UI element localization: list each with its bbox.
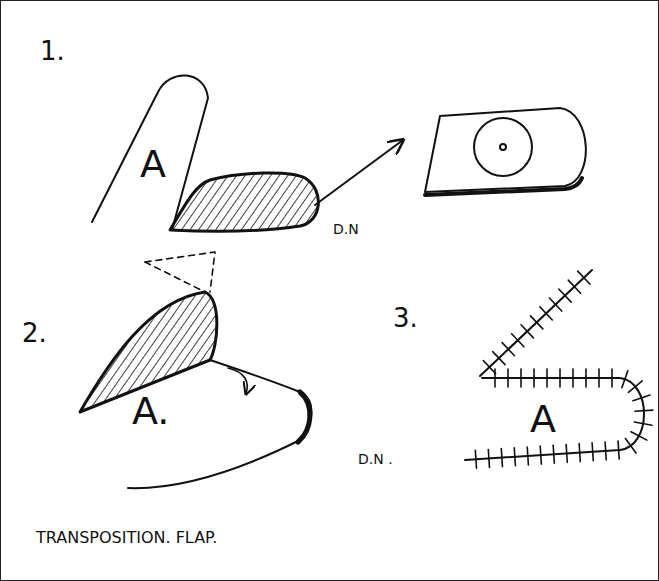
suture-tick (533, 369, 535, 387)
caption: TRANSPOSITION. FLAP. (36, 530, 217, 546)
suture-tick (546, 369, 548, 387)
suture-tick (530, 316, 542, 329)
suture-tick (475, 450, 476, 468)
suture-tick (631, 432, 647, 440)
site-note: D.N . (358, 452, 393, 466)
suture-tick (520, 369, 522, 387)
suture-tick (628, 381, 642, 393)
suture-tick (514, 448, 515, 466)
suture-tick (502, 343, 514, 356)
suture-tick (540, 446, 541, 464)
suture-tick (578, 271, 590, 284)
suture-tick (493, 352, 505, 365)
suture-tick (625, 439, 636, 454)
suture-tick (553, 445, 554, 463)
suture-tick (585, 369, 587, 387)
suture-tick (568, 280, 580, 293)
suture-tick (635, 410, 653, 411)
suture-tick (559, 369, 561, 387)
suture-tick (634, 422, 652, 425)
suture-tick (633, 395, 650, 401)
flap-letter: A. (132, 392, 169, 430)
flap-letter: A (140, 145, 166, 183)
suture-tick (572, 369, 574, 387)
suture-tick (549, 298, 561, 311)
figure-number: 2. (22, 320, 47, 346)
suture-tick (592, 443, 593, 461)
figure-number: 1. (40, 38, 65, 64)
suture-tick (559, 289, 571, 302)
suture-tick (605, 442, 606, 460)
suture-tick (566, 444, 567, 462)
suture-tick (512, 334, 524, 347)
site-note: D.N (333, 222, 359, 236)
suture-tick (540, 307, 552, 320)
suture-tick (611, 369, 613, 387)
suture-tick (494, 369, 496, 387)
suture-tick (527, 447, 528, 465)
flap-letter: A (530, 400, 556, 438)
suture-tick (521, 325, 533, 338)
suture-tick (483, 361, 495, 374)
suture-tick (598, 369, 600, 387)
suture-tick (507, 369, 509, 387)
suture-tick (488, 449, 489, 467)
suture-tick (579, 444, 580, 462)
suture-tick (618, 441, 619, 459)
figure-number: 3. (393, 305, 418, 331)
suture-tick (622, 371, 628, 388)
suture-tick (501, 449, 502, 467)
